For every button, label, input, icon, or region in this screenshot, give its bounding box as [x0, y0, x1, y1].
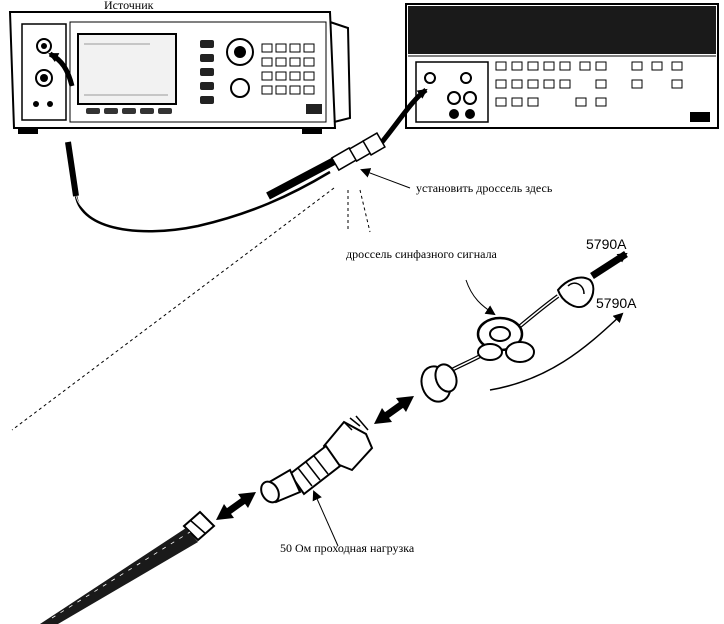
source-display-screen	[77, 33, 177, 105]
arrow-to-source-output	[48, 51, 75, 87]
choke-label-pointer	[465, 279, 496, 316]
feedthrough-adapter	[260, 415, 374, 504]
source-label: Источник	[104, 0, 154, 12]
common-mode-choke-label: дроссель синфазного сигнала	[346, 247, 498, 261]
label-5790a-input-model: 5790A	[586, 236, 627, 252]
source-side-keys	[200, 40, 214, 104]
bnc-cap-connector	[420, 363, 458, 403]
source-calibrator-instrument	[8, 11, 352, 134]
instrument-keys	[495, 61, 683, 107]
feedthrough-load-label: 50 Ом проходная нагрузка	[280, 541, 415, 555]
measurement-instrument-5790a	[405, 3, 719, 129]
cable-end-connector	[40, 510, 216, 624]
source-softkeys	[86, 108, 172, 114]
output-connector-top	[556, 276, 595, 308]
zoom-guide-lines	[11, 187, 371, 431]
arrow-to-5790a-ground	[489, 312, 624, 391]
arrow-to-instrument-input	[380, 87, 428, 144]
source-keypad	[261, 43, 315, 95]
arrow-to-5790a-input	[590, 251, 628, 279]
feedthrough-label-pointer	[312, 490, 339, 547]
common-mode-choke-toroid	[476, 316, 535, 363]
source-arrow-pad	[230, 78, 250, 98]
cable-assembly-top	[65, 132, 386, 233]
label-5790a-ground-model: 5790A	[596, 295, 637, 311]
instrument-top-panel	[408, 6, 716, 54]
install-choke-label: установить дроссель здесь	[416, 181, 553, 195]
double-arrow-lower	[216, 492, 256, 520]
install-choke-pointer	[360, 168, 411, 189]
double-arrow-upper	[374, 396, 414, 424]
